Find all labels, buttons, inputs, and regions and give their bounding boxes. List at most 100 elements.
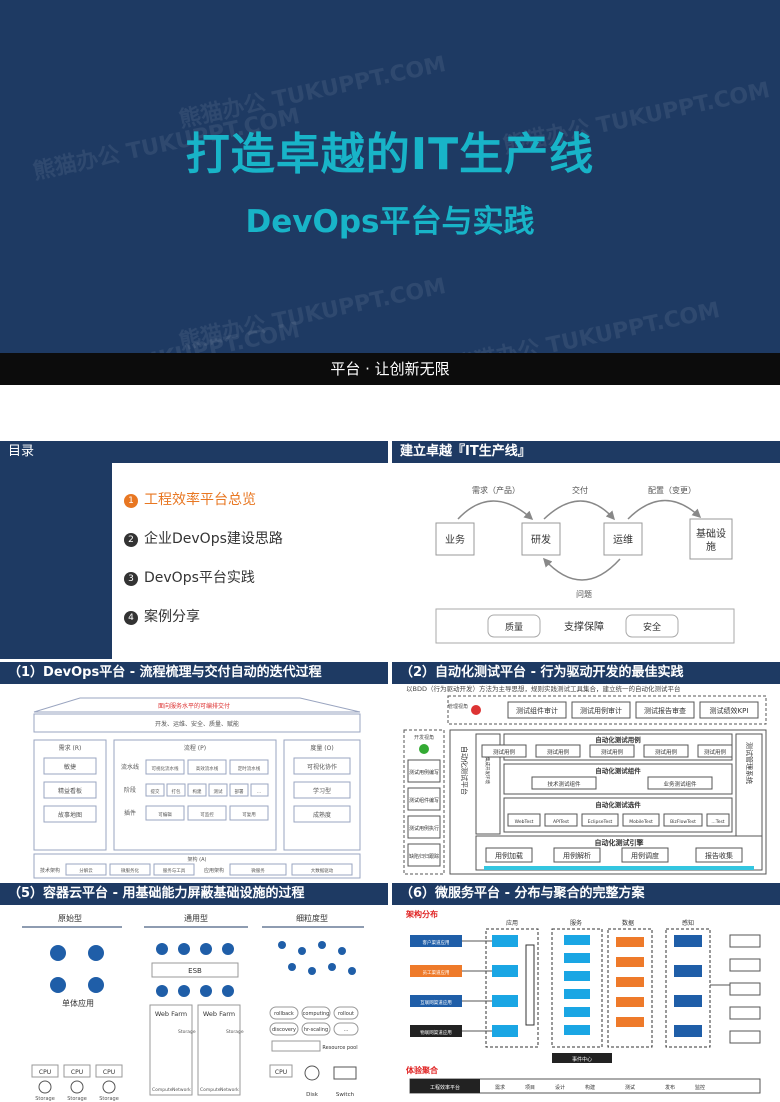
webfarm-label: Web Farm <box>203 1010 235 1018</box>
process-cell: 可监控 <box>200 811 214 818</box>
op-label: computing <box>303 1011 330 1017</box>
cpu-label: CPU <box>103 1069 115 1076</box>
support-quality-box <box>487 614 541 638</box>
bottom-bar-label: 设计 <box>555 1084 565 1091</box>
micro-body: 架构分布 客户渠道应用 员工渠道应用 互联网渠道应用 物联网渠道应用 应用 服务… <box>392 905 780 1102</box>
comp-title: 自动化测试组件 <box>595 766 641 775</box>
engine-title: 自动化测试引擎 <box>595 838 645 847</box>
case-box <box>481 744 527 758</box>
process-cell: 测试 <box>214 788 223 795</box>
network-label: Network <box>220 1087 239 1093</box>
op-box <box>269 1022 299 1036</box>
app-box <box>492 935 518 947</box>
gear-icon <box>200 985 212 997</box>
process-row-label: 流水线 <box>121 763 139 771</box>
disk-icon <box>304 1065 320 1081</box>
node-box <box>689 518 733 560</box>
gear-icon <box>222 985 234 997</box>
col-generic-title: 通用型 <box>184 913 208 923</box>
dev-box <box>407 787 441 811</box>
arrow-label-config: 配置（变更） <box>648 485 696 495</box>
gear-icon <box>50 977 66 993</box>
storage-icon <box>70 1080 84 1094</box>
measure-item-box <box>293 805 351 823</box>
node-business: 业务 <box>445 533 465 546</box>
bottom-bar-label: 需求 <box>495 1084 505 1091</box>
process-cell: 打包 <box>172 788 181 795</box>
gear-icon <box>328 963 336 971</box>
suite-label: ...Test <box>711 819 724 825</box>
cpu-label: CPU <box>71 1069 83 1076</box>
gear-icon <box>288 963 296 971</box>
gear-icon <box>200 943 212 955</box>
autotest-top-text: 以BDD（行为驱动开发）方法为主导思想，规则实践测试工具集合，建立统一的自动化测… <box>406 684 680 693</box>
process-cell: 可视化流水线 <box>152 765 179 772</box>
webfarm-label: Web Farm <box>155 1010 187 1018</box>
engine-label: 报告收集 <box>705 851 733 860</box>
suite-box <box>544 813 578 827</box>
pool-box <box>271 1040 321 1052</box>
case-label: 测试用例 <box>493 748 516 756</box>
micro-diagram: 架构分布 客户渠道应用 员工渠道应用 互联网渠道应用 物联网渠道应用 应用 服务… <box>405 909 761 1094</box>
case-label: 测试用例 <box>601 748 624 756</box>
engine-label: 用例调度 <box>631 851 659 860</box>
col-process-title: 流程 (P) <box>184 744 206 752</box>
mono-label: 单体应用 <box>62 998 94 1008</box>
arch-cell-box <box>65 863 107 876</box>
req-item-box <box>43 805 97 823</box>
process-cell: 定时流水线 <box>238 765 261 772</box>
app-box <box>492 995 518 1007</box>
arrow-req <box>457 500 534 521</box>
op-label: hr-scaling <box>304 1027 328 1033</box>
esb-label: ESB <box>188 967 202 975</box>
dev-box-label: 缺陷归归跟踪 <box>409 853 439 860</box>
exp-label: 体验聚合 <box>406 1065 439 1075</box>
mgmt-box-label: 测试用例审计 <box>580 706 622 715</box>
channel-box <box>410 965 462 977</box>
toc-label: DevOps平台实践 <box>144 570 255 586</box>
micro-panel: （6）微服务平台 - 分布与聚合的完整方案 架构分布 客户渠道应用 员工渠道应用… <box>392 883 780 1102</box>
cpu-box <box>95 1064 123 1078</box>
arrow-deliver <box>543 500 615 521</box>
arch-cell: 微服务 <box>251 867 265 874</box>
suite-label: BizFlowTest <box>670 819 696 825</box>
container-panel: （5）容器云平台 - 用基础能力屏蔽基础设施的过程 原始型 通用型 细粒度型 单… <box>0 883 388 1102</box>
autotest-panel: （2）自动化测试平台 - 行为驱动开发的最佳实践 以BDD（行为驱动开发）方法为… <box>392 662 780 880</box>
channel-label: 互联网渠道应用 <box>420 999 452 1006</box>
suite-box <box>663 813 703 827</box>
mgmt-box-label: 测试报告审查 <box>644 706 686 715</box>
process-cell-box <box>166 783 186 797</box>
service-box <box>564 971 590 981</box>
req-item: 敏捷 <box>64 763 76 771</box>
suite-label: WebTest <box>515 819 534 825</box>
node-box <box>521 522 561 556</box>
gear-icon <box>156 943 168 955</box>
op-box <box>301 1022 331 1036</box>
toc-number: 2 <box>124 533 138 547</box>
cpu-label: CPU <box>39 1069 51 1076</box>
top-row-label: 开发、运维、安全、质量、赋能 <box>155 720 239 728</box>
gateway-bar <box>525 944 535 1026</box>
node-dev: 研发 <box>531 533 551 546</box>
suite-label: MobileTest <box>629 819 653 825</box>
mgmt-box <box>507 701 567 719</box>
webfarm-box <box>149 1004 193 1096</box>
data-box <box>616 957 644 967</box>
gear-icon <box>156 985 168 997</box>
case-label: 测试用例 <box>704 748 727 756</box>
bottom-bar-label: 测试 <box>625 1084 635 1091</box>
bottom-bar-label: 工程效率平台 <box>430 1084 460 1091</box>
user-icon <box>471 705 481 715</box>
top-row <box>33 713 361 733</box>
cpu-box <box>63 1064 91 1078</box>
channel-label: 物联网渠道应用 <box>420 1029 452 1036</box>
req-item: 精益看板 <box>58 787 82 795</box>
comp-label: 业务测试组件 <box>663 780 697 788</box>
process-cell-box <box>187 759 227 775</box>
channel-label: 员工渠道应用 <box>423 969 450 976</box>
service-box <box>564 935 590 945</box>
